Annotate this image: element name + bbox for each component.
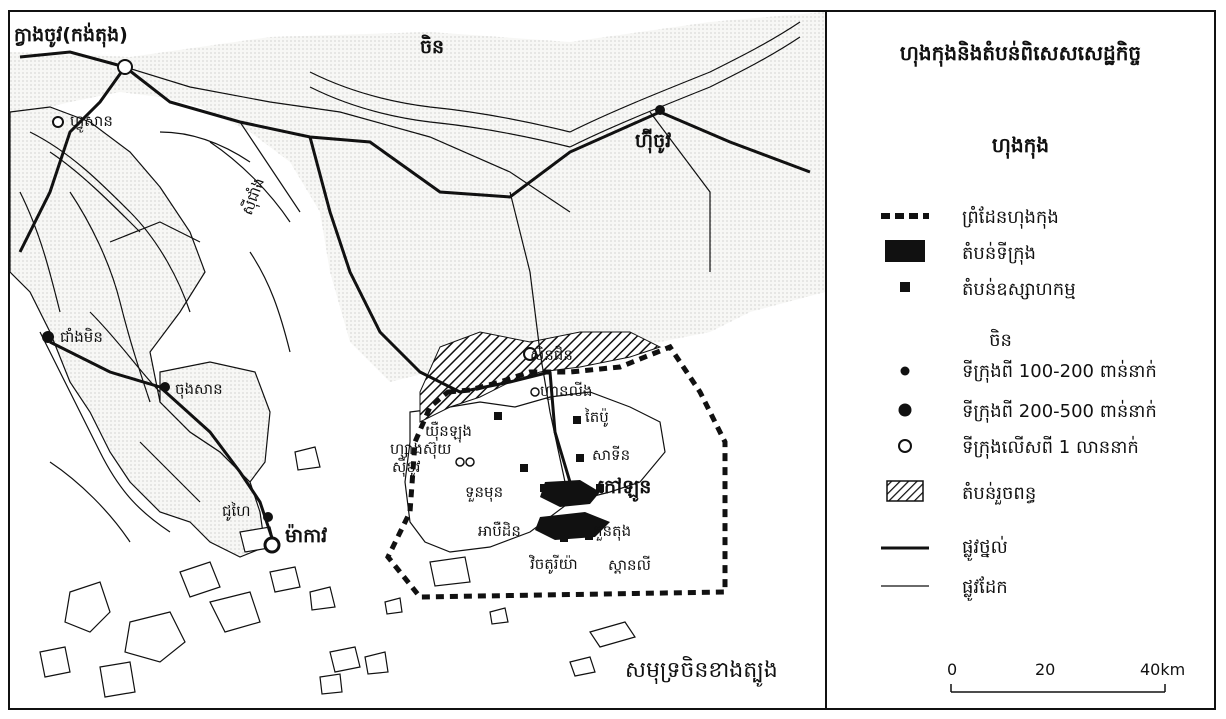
shekou-marker [455, 457, 465, 467]
jiangmen-marker [42, 331, 54, 343]
legend-china-heading: ចិន [989, 330, 1012, 351]
label-macau: ម៉ាកាវ [285, 525, 328, 547]
mainland-north [10, 12, 825, 382]
thick-line-icon [881, 546, 929, 550]
legend-label-sez: តំបន់រួចពន្ធ [962, 483, 1037, 504]
macau-marker [263, 536, 281, 554]
label-zhuhai: ជូហៃ [222, 502, 251, 520]
legend-label-city-large: ទីក្រុងលើសពី 1 លាននាក់ [962, 437, 1139, 458]
fanling-marker [530, 387, 540, 397]
label-jiangmen: ជាំងមិន [60, 328, 103, 346]
foshan-marker [52, 116, 64, 128]
legend-label-boundary: ព្រំដែនហុងកុង [962, 207, 1059, 228]
large-dot-icon [898, 403, 912, 417]
label-shatin: សាទីន [592, 446, 631, 464]
hollow-circle-icon [898, 439, 912, 453]
label-fanling: ហ្វានលីង [540, 382, 593, 400]
label-foshan: ហ្វូសាន [70, 112, 113, 130]
label-sheungshui: ហ្សាងស៊ុយ [390, 440, 452, 458]
label-kwuntong: កួនតុង [593, 522, 632, 540]
sez-hatch [419, 331, 662, 423]
roads [18, 50, 811, 548]
small-square-icon [900, 282, 910, 292]
tuenmun-marker [465, 457, 475, 467]
zhuhai-marker [263, 512, 273, 522]
islands [39, 446, 636, 698]
legend-label-city-small: ទីក្រុងពី 100-200 ពាន់នាក់ [962, 361, 1157, 382]
filled-block-icon [885, 240, 925, 262]
label-south-china-sea: សមុទ្រចិនខាងត្បូង [625, 658, 778, 683]
label-taipo: តៃប៉ូ [585, 408, 609, 426]
label-victoria: វិចតូរីយ៉ា [530, 555, 578, 573]
scale-tick-20: 20 [1035, 660, 1056, 679]
label-aberdeen: អាបឺដិន [478, 522, 521, 540]
legend-label-city-medium: ទីក្រុងពី 200-500 ពាន់នាក់ [962, 401, 1157, 422]
legend-title: ហុងកុងនិងតំបន់ពិសេសសេដ្ឋកិច្ច [899, 41, 1142, 65]
scale-bar: 0 20 40km [945, 660, 1195, 700]
industrial-markers [494, 412, 604, 542]
scale-tick-0: 0 [947, 660, 958, 679]
dashed-line-icon [881, 213, 929, 219]
zhongshan-marker [160, 382, 170, 392]
guangzhou-marker [117, 59, 133, 75]
legend-label-rail: ផ្លូវដែក [962, 577, 1008, 598]
city-markers [42, 59, 665, 554]
scale-line [950, 684, 1166, 693]
hatched-box-icon [886, 480, 924, 502]
label-shekou: ស៊ឺខូវ [392, 458, 421, 476]
label-yuenlong: យ៉ឺនឡុង [425, 422, 472, 440]
label-huizhou: ហ៊ុីចូវ [635, 130, 672, 152]
legend-label-urban: តំបន់ទីក្រុង [962, 243, 1036, 264]
label-shenzhen: ស៊ិនជិន [530, 346, 573, 364]
legend-label-industrial: តំបន់ឧស្សាហកម្ម [962, 279, 1076, 300]
map-panel: ក្វាងចូវ(កង់តុង) ចិន ហ៊ុីចូវ ហ្វូសាន ស៊ី… [10, 12, 827, 708]
legend-hk-heading: ហុងកុង [991, 133, 1050, 157]
label-zhongshan: ចុងសាន [175, 380, 223, 398]
label-tuenmun: ទួនមុន [465, 483, 504, 501]
small-dot-icon [900, 366, 910, 376]
label-stanley: ស្តានលី [608, 556, 651, 574]
label-china: ចិន [420, 36, 445, 58]
legend-label-road: ផ្លូវថ្នល់ [962, 537, 1008, 558]
scale-tick-40: 40km [1140, 660, 1186, 679]
hongkong-land [404, 391, 666, 553]
label-guangzhou: ក្វាងចូវ(កង់តុង) [14, 24, 128, 46]
shenzhen-marker [523, 347, 537, 361]
delta-west [10, 106, 266, 558]
hk-boundary [385, 343, 728, 600]
map-graphic [10, 12, 825, 698]
huizhou-marker [655, 105, 665, 115]
zhongshan-land [159, 361, 271, 483]
map-frame: ក្វាងចូវ(កង់តុង) ចិន ហ៊ុីចូវ ហ្វូសាន ស៊ី… [8, 10, 1216, 710]
legend-panel: ហុងកុងនិងតំបន់ពិសេសសេដ្ឋកិច្ច ហុងកុង ព្រ… [827, 12, 1214, 708]
label-kowloon: កៅឡូន [598, 476, 652, 498]
thin-line-icon [881, 585, 929, 587]
